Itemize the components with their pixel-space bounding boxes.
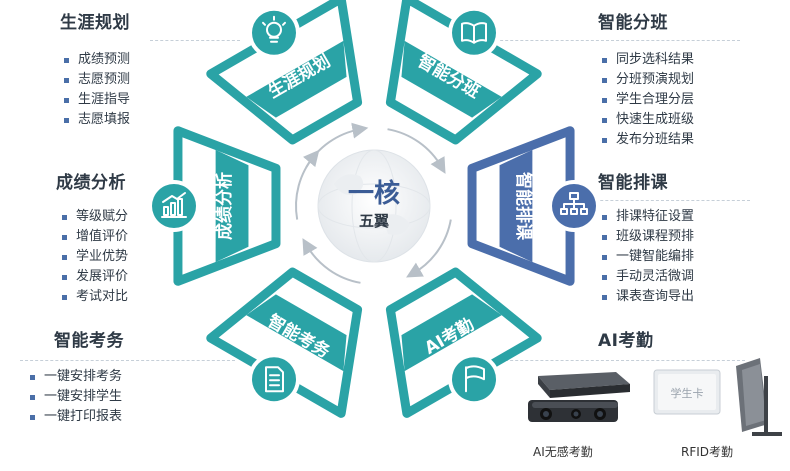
list-item: 发布分班结果	[600, 130, 694, 150]
camera-device-icon	[528, 372, 630, 422]
list-item: 一键安排学生	[28, 387, 122, 407]
list-item: 发展评价	[60, 267, 128, 287]
petal-label: 成绩分析	[214, 172, 235, 240]
rfid-card-text: 学生卡	[671, 386, 704, 400]
lightbulb-icon-glyph	[262, 15, 286, 26]
list-item: 同步选科结果	[600, 50, 694, 70]
list-item: 快速生成班级	[600, 110, 694, 130]
petal-label: 智能排课	[513, 172, 534, 241]
petal-band	[499, 149, 533, 263]
petal-5: 成绩分析	[148, 126, 281, 286]
petal-0: 生涯规划	[206, 0, 363, 145]
petal-frame	[206, 0, 363, 145]
petal-2: 智能排课	[467, 126, 600, 286]
list-item: 生涯指导	[62, 90, 130, 110]
scheduling-list: 排课特征设置 班级课程预排 一键智能编排 手动灵活微调 课表查询导出	[600, 207, 694, 307]
camera-device-caption: AI无感考勤	[533, 445, 593, 459]
attendance-divider	[490, 360, 745, 361]
attendance-title: AI考勤	[598, 331, 654, 351]
rfid-device-icon: 学生卡	[653, 358, 782, 436]
org-chart-icon-glyph	[580, 208, 588, 215]
list-item: 等级赋分	[60, 207, 128, 227]
classing-divider	[480, 40, 740, 41]
petal-frame	[385, 0, 542, 145]
classing-list: 同步选科结果 分班预演规划 学生合理分层 快速生成班级 发布分班结果	[600, 50, 694, 150]
exam-list: 一键安排考务 一键安排学生 一键打印报表	[28, 367, 122, 427]
list-item: 分班预演规划	[600, 70, 694, 90]
list-item: 成绩预测	[62, 50, 130, 70]
petal-band	[401, 294, 502, 372]
cycle-arrow	[295, 149, 320, 220]
list-item: 增值评价	[60, 227, 128, 247]
bar-chart-icon-glyph	[163, 206, 169, 216]
petal-band	[215, 149, 249, 263]
petal-band	[246, 294, 347, 372]
scores-list: 等级赋分 增值评价 学业优势 发展评价 考试对比	[60, 207, 128, 307]
career-list: 成绩预测 志愿预测 生涯指导 志愿填报	[62, 50, 130, 130]
org-chart-icon-glyph	[570, 208, 578, 215]
petal-band	[401, 40, 502, 118]
petal-frame	[206, 267, 363, 418]
rfid-device-caption: RFID考勤	[681, 445, 734, 459]
petal-band	[246, 40, 347, 118]
core-subtitle: 五翼	[359, 212, 389, 230]
petal-4: 智能考务	[206, 267, 363, 418]
exam-title: 智能考务	[54, 331, 124, 351]
core-title: 一核	[348, 178, 400, 209]
document-icon-glyph	[269, 374, 280, 387]
list-item: 志愿填报	[62, 110, 130, 130]
flag-icon	[452, 357, 496, 402]
exam-divider	[20, 360, 235, 361]
list-item: 课表查询导出	[600, 287, 694, 307]
book-icon-glyph	[461, 22, 487, 44]
list-item: 一键智能编排	[600, 247, 694, 267]
cycle-arrow	[302, 238, 361, 284]
bar-chart-icon-glyph	[170, 202, 176, 216]
list-item: 一键打印报表	[28, 407, 122, 427]
list-item: 手动灵活微调	[600, 267, 694, 287]
list-item: 一键安排考务	[28, 367, 122, 387]
list-item: 志愿预测	[62, 70, 130, 90]
scheduling-title: 智能排课	[598, 173, 668, 193]
petal-3: AI考勤	[385, 267, 542, 418]
list-item: 排课特征设置	[600, 207, 694, 227]
org-chart-icon-glyph	[560, 208, 568, 215]
list-item: 学业优势	[60, 247, 128, 267]
list-item: 班级课程预排	[600, 227, 694, 247]
globe-longitude	[351, 149, 397, 263]
cycle-arrow	[387, 128, 446, 174]
globe-latitude	[317, 183, 431, 229]
career-divider	[150, 40, 240, 41]
classing-title: 智能分班	[598, 13, 668, 33]
cycle-arrow	[406, 219, 452, 278]
list-item: 学生合理分层	[600, 90, 694, 110]
scores-title: 成绩分析	[56, 173, 126, 193]
globe-continents	[334, 174, 410, 235]
petal-1: 智能分班	[385, 0, 542, 145]
document-icon-glyph	[265, 366, 284, 393]
career-title: 生涯规划	[60, 13, 130, 33]
petal-frame	[385, 267, 542, 418]
list-item: 考试对比	[60, 287, 128, 307]
org-chart-icon-glyph	[563, 198, 585, 210]
bar-chart-icon-glyph	[177, 198, 183, 216]
lightbulb-icon-glyph	[269, 36, 279, 43]
bar-chart-icon-glyph	[162, 192, 186, 203]
flag-icon-glyph	[465, 365, 485, 393]
scheduling-divider	[580, 200, 750, 201]
